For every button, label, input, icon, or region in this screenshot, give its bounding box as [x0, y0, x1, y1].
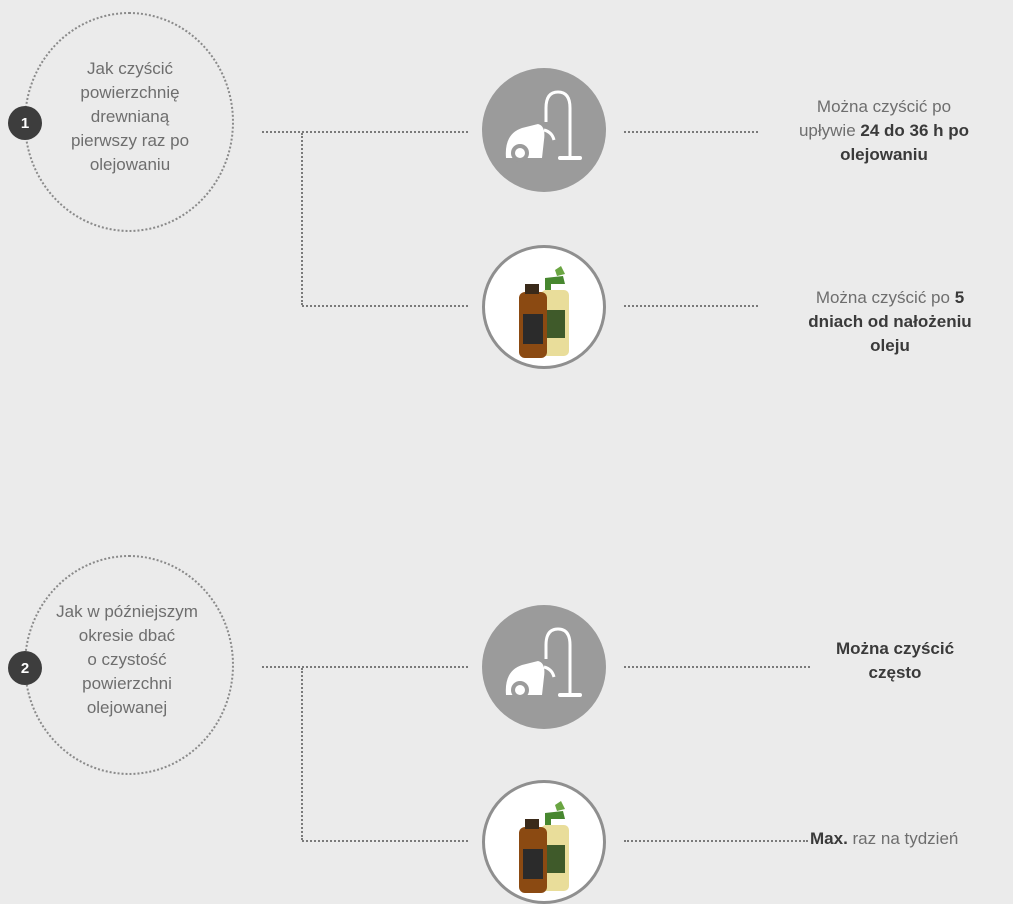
section-1: Jak czyścić powierzchnię drewnianą pierw…: [0, 0, 1013, 450]
connector-line: [262, 131, 468, 133]
question-text: Jak czyścić powierzchnię drewnianą pierw…: [70, 59, 190, 174]
answer-vacuum-text: Można czyścić po upływie 24 do 36 h po o…: [798, 97, 970, 164]
connector-line: [302, 840, 468, 842]
step-number-badge: 2: [8, 651, 42, 685]
answer-vacuum-text: Można czyścić często: [835, 639, 955, 682]
question-text: Jak w późniejszym okresie dbać o czystoś…: [56, 602, 198, 717]
connector-line: [301, 668, 303, 840]
connector-line: [624, 131, 758, 133]
vacuum-cleaner-icon: [482, 605, 606, 729]
connector-line: [262, 666, 468, 668]
answer-product-text: Można czyścić po 5 dniach od nałożeniu o…: [808, 288, 972, 355]
vacuum-cleaner-icon: [482, 68, 606, 192]
connector-line: [624, 840, 808, 842]
connector-line: [624, 666, 810, 668]
section-2: Jak w późniejszym okresie dbać o czystoś…: [0, 555, 1013, 904]
answer-product-text: Max. raz na tydzień: [810, 829, 959, 848]
cleaning-products-icon: [482, 780, 606, 904]
step-number-badge: 1: [8, 106, 42, 140]
connector-line: [624, 305, 758, 307]
connector-line: [301, 133, 303, 305]
connector-line: [302, 305, 468, 307]
cleaning-products-icon: [482, 245, 606, 369]
